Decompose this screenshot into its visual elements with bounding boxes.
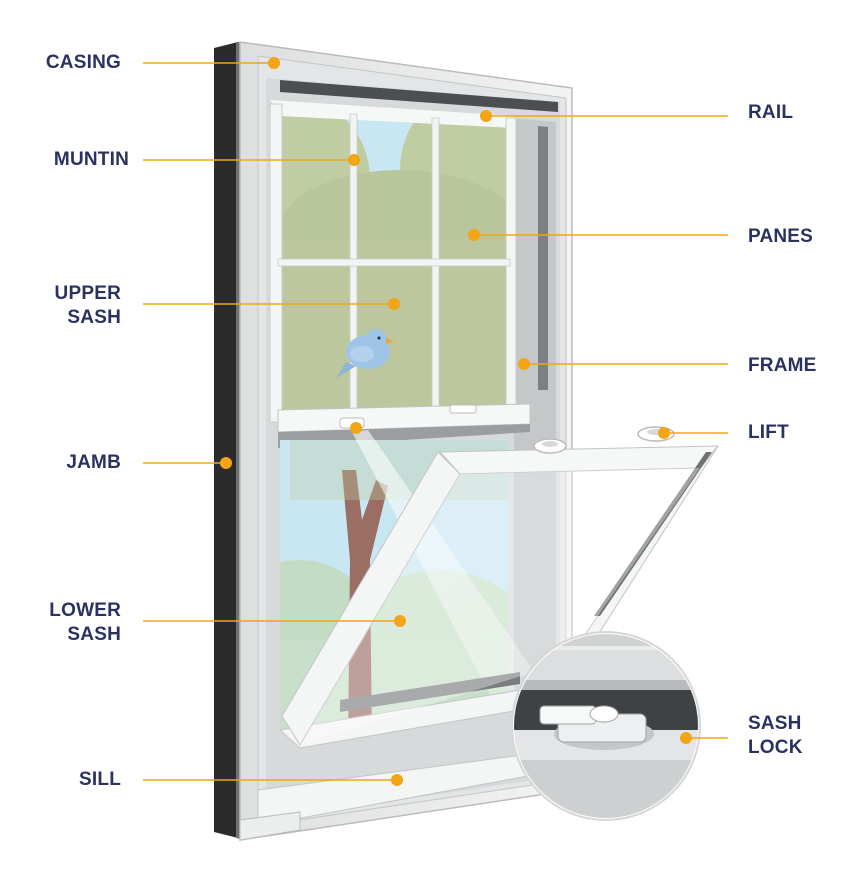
- latch-beam: [352, 430, 548, 714]
- dot-upper-sash: [388, 298, 400, 310]
- label-upper-sash: UPPER SASH: [54, 283, 121, 328]
- dot-lift: [658, 427, 670, 439]
- dot-lower-sash: [394, 615, 406, 627]
- leader-dots: [220, 57, 692, 786]
- dot-muntin: [348, 154, 360, 166]
- label-casing: CASING: [45, 52, 121, 73]
- dot-jamb: [220, 457, 232, 469]
- sill: [239, 749, 561, 841]
- label-sash-lock: SASH LOCK: [748, 713, 803, 758]
- label-muntin: MUNTIN: [53, 149, 129, 170]
- bird-illustration: [336, 329, 394, 378]
- sash-lock-zoom: [511, 631, 701, 821]
- dot-sill: [391, 774, 403, 786]
- upper-sash: [269, 100, 531, 448]
- dot-frame: [518, 358, 530, 370]
- lower-sash: [278, 426, 720, 749]
- label-sill: SILL: [79, 769, 121, 790]
- dot-latch: [350, 422, 362, 434]
- dot-sash-lock: [680, 732, 692, 744]
- leader-lines: [143, 62, 728, 781]
- dot-panes: [468, 229, 480, 241]
- dot-casing: [268, 57, 280, 69]
- label-lower-sash: LOWER SASH: [49, 600, 121, 645]
- label-frame: FRAME: [748, 355, 817, 376]
- dot-rail: [480, 110, 492, 122]
- label-lift: LIFT: [748, 422, 789, 443]
- label-panes: PANES: [748, 226, 814, 247]
- label-rail: RAIL: [748, 102, 794, 123]
- label-jamb: JAMB: [66, 452, 121, 473]
